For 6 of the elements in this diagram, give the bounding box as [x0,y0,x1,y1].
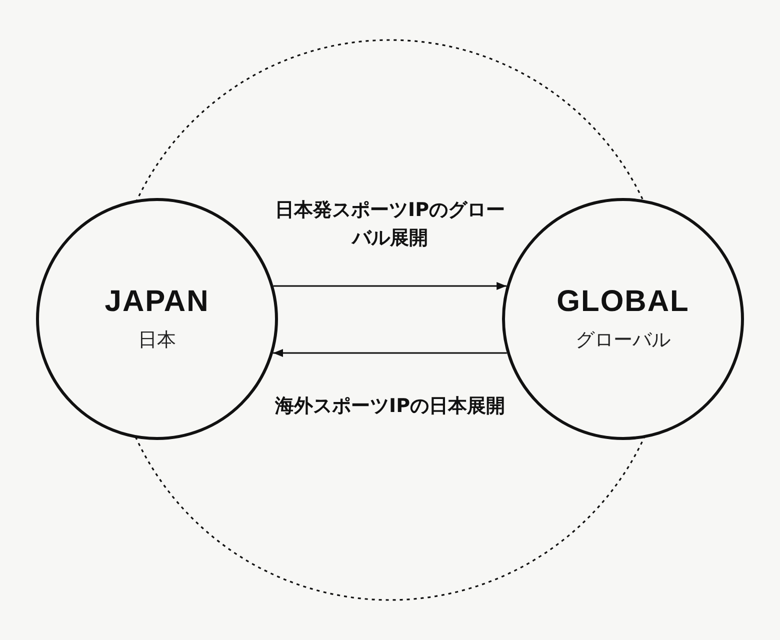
arrow [273,349,507,357]
arrow [273,282,507,290]
node-subtitle: グローバル [576,328,670,353]
node-title: JAPAN [104,285,210,319]
node-title: GLOBAL [556,285,690,319]
node-subtitle: 日本 [138,328,176,353]
